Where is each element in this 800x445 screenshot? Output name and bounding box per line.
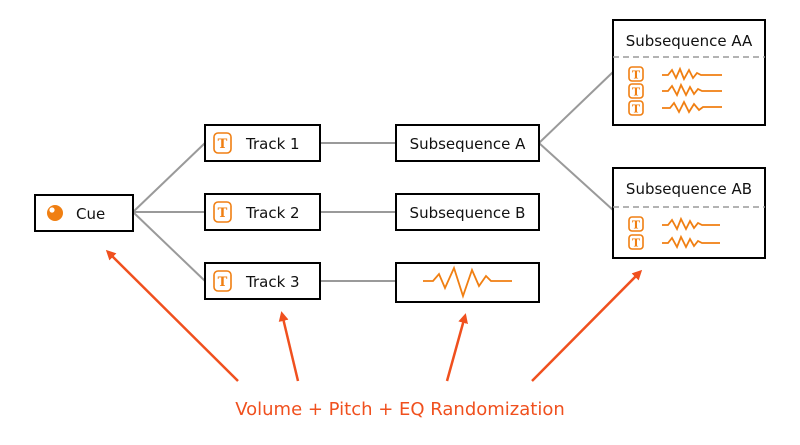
zigzag-wave-icon bbox=[662, 66, 722, 82]
track-3-node[interactable]: T Track 3 bbox=[204, 262, 321, 300]
track-t-icon: T bbox=[213, 132, 232, 154]
track-t-icon: T bbox=[628, 234, 644, 250]
connector-cue-track1 bbox=[132, 142, 206, 213]
track-t-icon: T bbox=[213, 270, 232, 292]
track-t-icon: T bbox=[628, 83, 644, 99]
subsequence-a-box bbox=[395, 124, 540, 162]
connector-suba-subaa bbox=[538, 71, 614, 144]
randomizer-node[interactable] bbox=[395, 262, 540, 303]
zigzag-wave-icon bbox=[662, 234, 720, 250]
subsequence-b-label: Subsequence B bbox=[410, 204, 526, 222]
track-t-icon: T bbox=[628, 66, 644, 82]
track-1-node[interactable]: T Track 1 bbox=[204, 124, 321, 162]
track-1-label: Track 1 bbox=[245, 135, 300, 153]
subsequence-aa-label: Subsequence AA bbox=[626, 32, 753, 50]
subsequence-a-label: Subsequence A bbox=[410, 135, 527, 153]
cue-node[interactable]: Cue bbox=[34, 194, 134, 232]
zigzag-wave-icon bbox=[423, 265, 512, 299]
subsequence-ab-node[interactable]: Subsequence AB T T bbox=[612, 167, 766, 259]
subsequence-b-box bbox=[395, 193, 540, 231]
zigzag-wave-icon bbox=[662, 99, 722, 114]
track-t-icon: T bbox=[628, 216, 644, 232]
svg-text:T: T bbox=[218, 137, 228, 152]
svg-text:T: T bbox=[632, 237, 641, 250]
zigzag-wave-icon bbox=[662, 216, 720, 232]
svg-text:T: T bbox=[218, 275, 228, 290]
track-2-label: Track 2 bbox=[245, 204, 300, 222]
subsequence-a-node[interactable]: Subsequence A bbox=[395, 124, 540, 162]
arrow-to-subsequence-ab bbox=[531, 269, 643, 382]
connector-suba-subab bbox=[538, 142, 614, 211]
arrow-to-track-3 bbox=[278, 311, 300, 382]
track-2-node[interactable]: T Track 2 bbox=[204, 193, 321, 231]
caption: Volume + Pitch + EQ Randomization bbox=[235, 399, 565, 420]
zigzag-wave-icon bbox=[662, 82, 722, 98]
svg-text:T: T bbox=[632, 103, 641, 116]
arrow-to-cue bbox=[105, 249, 239, 382]
track-t-icon: T bbox=[628, 100, 644, 116]
track-t-icon: T bbox=[213, 201, 232, 223]
svg-text:T: T bbox=[632, 69, 641, 82]
connectors bbox=[132, 71, 614, 282]
subsequence-ab-label: Subsequence AB bbox=[626, 180, 752, 198]
track-3-label: Track 3 bbox=[245, 273, 300, 291]
subsequence-b-node[interactable]: Subsequence B bbox=[395, 193, 540, 231]
connector-cue-track3 bbox=[132, 211, 206, 282]
svg-text:T: T bbox=[218, 206, 228, 221]
arrow-to-randomizer bbox=[445, 313, 468, 382]
svg-text:T: T bbox=[632, 86, 641, 99]
svg-text:T: T bbox=[632, 219, 641, 232]
subsequence-aa-node[interactable]: Subsequence AA T T T bbox=[612, 19, 766, 126]
annotation-arrows bbox=[105, 249, 643, 382]
cue-label: Cue bbox=[76, 205, 105, 223]
orange-circle-icon bbox=[47, 205, 63, 221]
